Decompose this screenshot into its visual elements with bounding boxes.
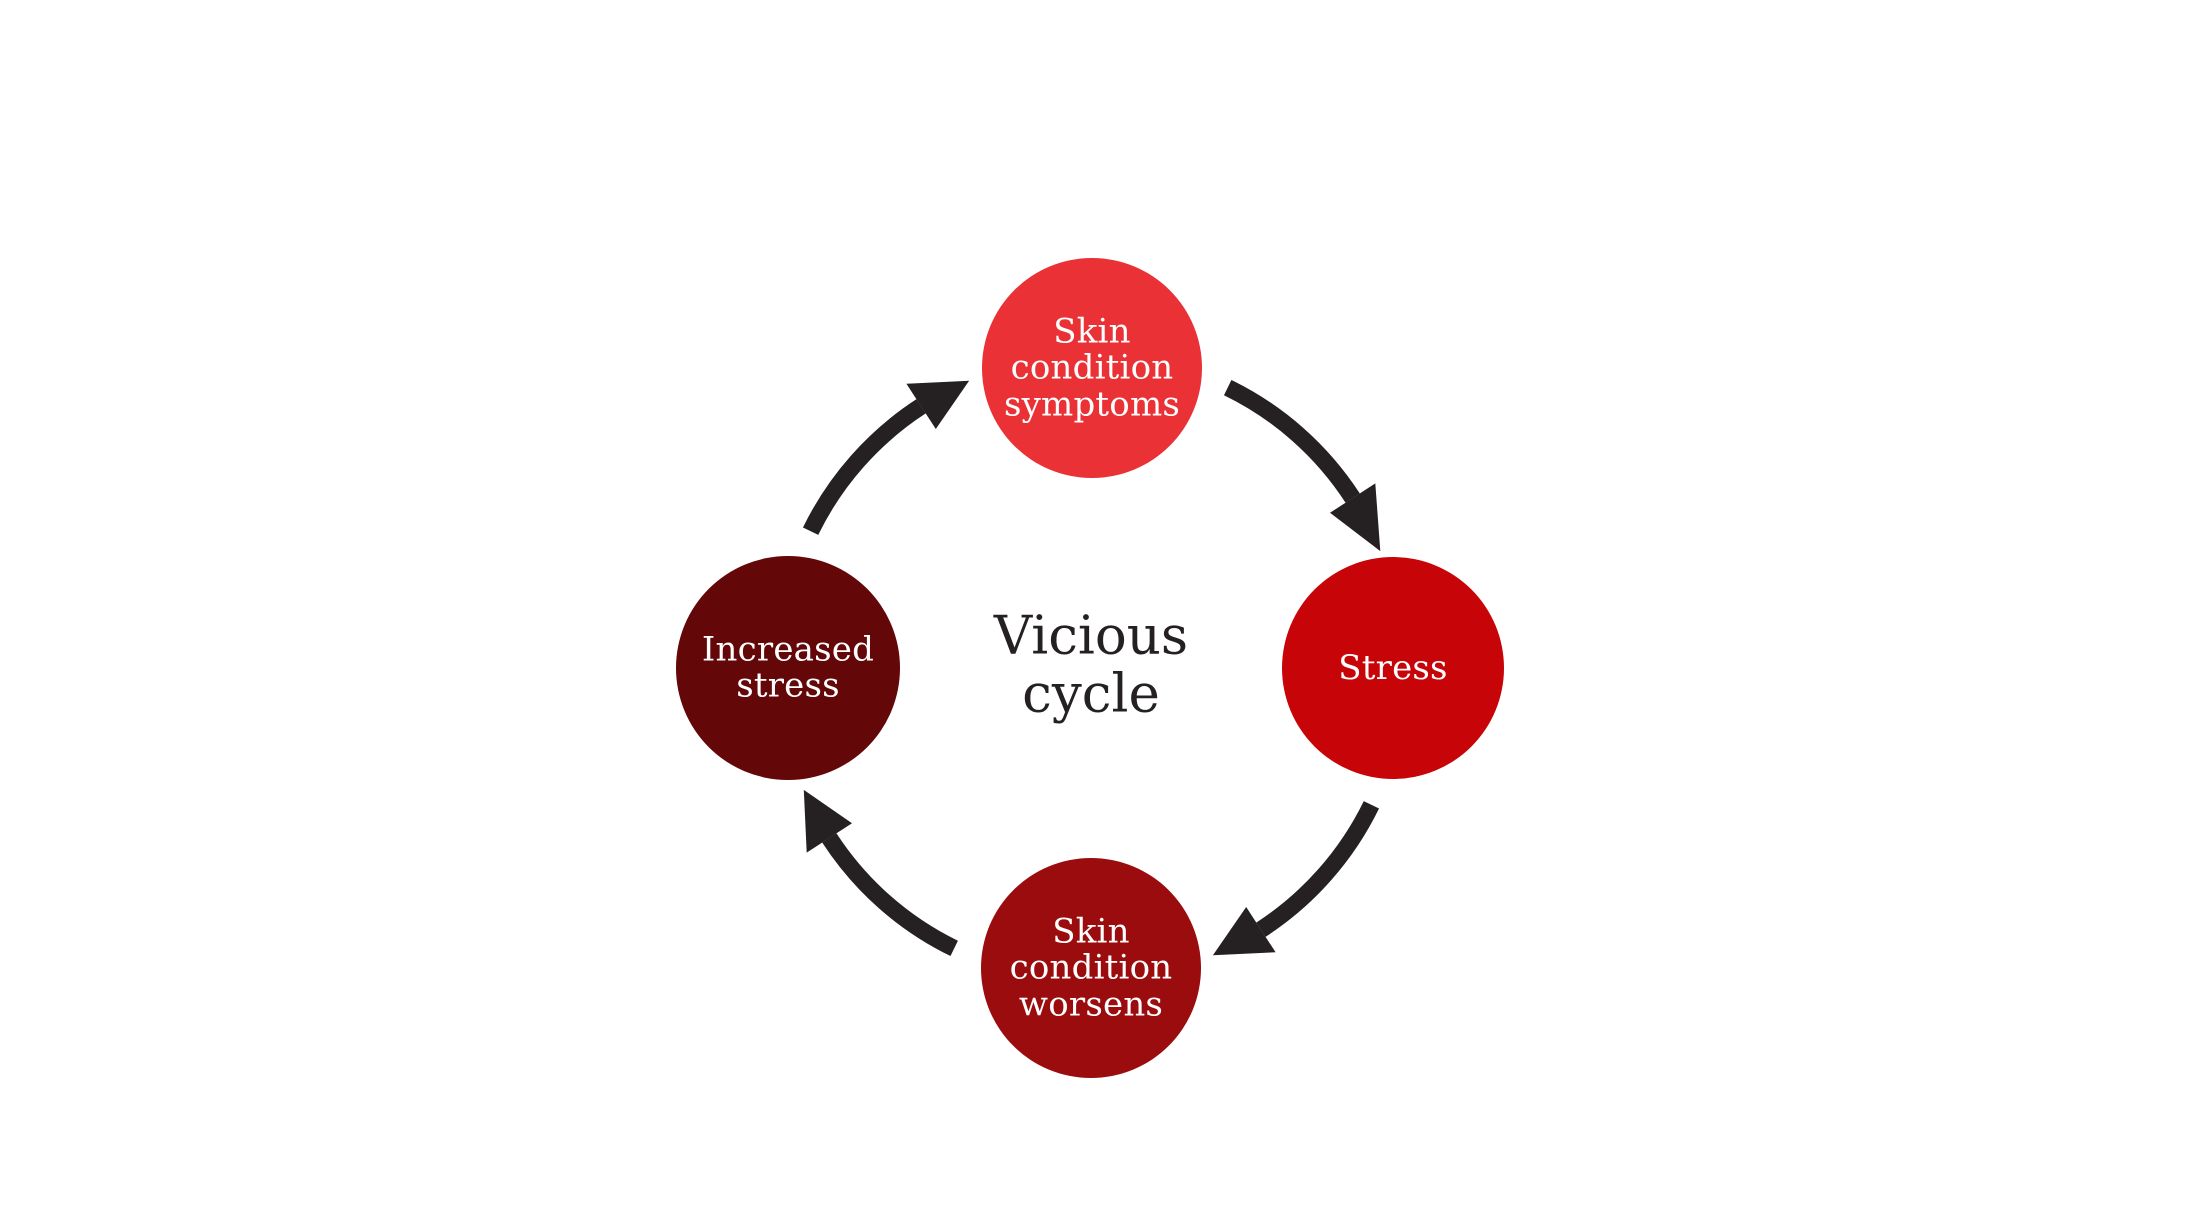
arrow-arc	[822, 833, 958, 957]
node-label-stress: Stress	[1338, 647, 1448, 688]
arrow-head-icon	[906, 380, 970, 429]
node-circle-skin-condition-symptoms	[982, 258, 1202, 478]
arrow-symptoms-to-stress	[1223, 379, 1381, 552]
diagram-title: Vicious cycle	[993, 605, 1189, 725]
arrow-arc	[802, 399, 926, 535]
arrow-stress-to-worsens	[1212, 801, 1380, 956]
node-circle-skin-condition-worsens	[981, 858, 1201, 1078]
arrow-head-icon	[1330, 483, 1381, 552]
arrow-arc	[1256, 801, 1380, 937]
arrow-increased-to-symptoms	[802, 380, 970, 535]
node-label-increased-stress: Increased stress	[701, 629, 875, 706]
arrow-head-icon	[1212, 907, 1276, 956]
arrow-worsens-to-increased	[803, 789, 958, 957]
node-circle-increased-stress	[676, 556, 900, 780]
node-label-skin-condition-symptoms: Skin condition symptoms	[1003, 311, 1181, 425]
node-circle-stress	[1282, 557, 1504, 779]
arrow-head-icon	[803, 789, 852, 853]
arrow-arc	[1223, 379, 1360, 503]
node-label-skin-condition-worsens: Skin condition worsens	[1009, 911, 1173, 1025]
